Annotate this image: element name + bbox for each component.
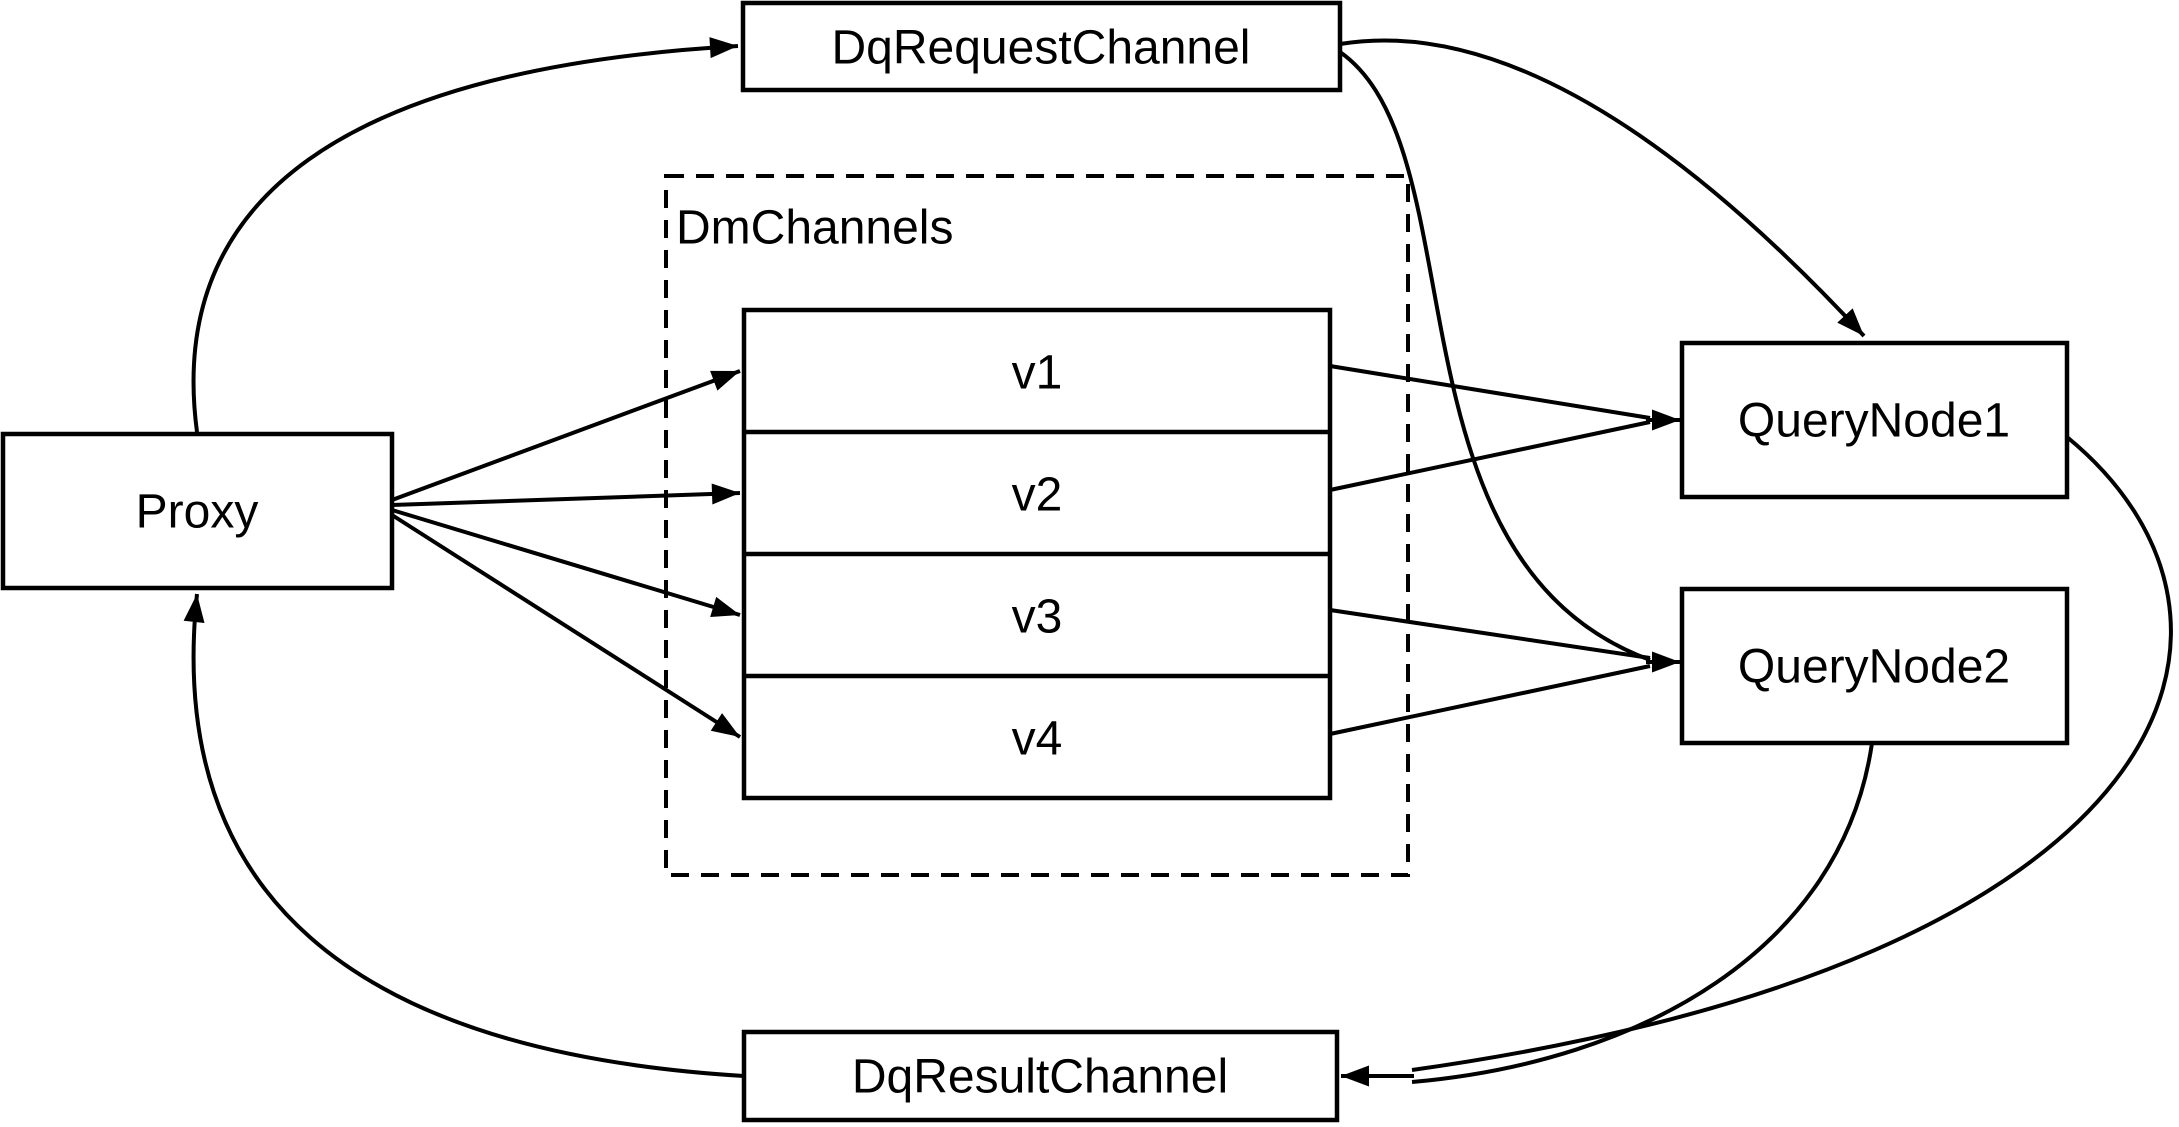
- edge-proxy-to-dqrequestchannel: [191, 37, 739, 433]
- edge-v1-to-querynode1: [1329, 364, 1651, 420]
- edge-proxy-to-v4: [390, 513, 742, 739]
- channel-v2-label: v2: [1012, 469, 1063, 522]
- edge-proxy-to-v2: [391, 483, 741, 507]
- node-proxy: [0, 431, 395, 591]
- channel-v1-label: v1: [1012, 347, 1063, 400]
- edge-dqrequestchannel-to-querynode1: [1339, 38, 1866, 338]
- edge-querynode2-to-dqresultchannel: [1411, 742, 1874, 1084]
- dm-channels-group-box: [664, 174, 1410, 877]
- edge-querynode1-to-dqresultchannel: [1411, 435, 2173, 1072]
- edge-v4-to-querynode2: [1329, 664, 1651, 736]
- edge-v3-to-querynode2: [1329, 608, 1651, 660]
- query-node-1-label: QueryNode1: [1738, 395, 2010, 448]
- edge-v2-to-querynode1: [1329, 420, 1651, 492]
- channel-v3-label: v3: [1012, 591, 1063, 644]
- proxy-label: Proxy: [136, 486, 259, 539]
- node-dq-request-channel: [740, 0, 1343, 93]
- edge-proxy-to-v3: [391, 508, 741, 617]
- dq-result-channel-label: DqResultChannel: [852, 1051, 1228, 1104]
- dq-request-channel-label: DqRequestChannel: [832, 22, 1251, 75]
- edge-dqrequestchannel-to-querynode2: [1338, 50, 1651, 662]
- dm-channels-group-label: DmChannels: [676, 202, 953, 255]
- query-node-2-label: QueryNode2: [1738, 641, 2010, 694]
- edge-dqresultchannel-to-proxy: [183, 593, 745, 1078]
- node-query-node-1: [1679, 340, 2070, 500]
- channel-v4-label: v4: [1012, 713, 1063, 766]
- edges-layer: [183, 37, 2173, 1087]
- node-query-node-2: [1679, 586, 2070, 746]
- edge-proxy-to-v1: [391, 369, 741, 502]
- node-dq-result-channel: [741, 1029, 1340, 1123]
- nodes-layer: DqRequestChannel Proxy v1 v2 v3 v4 Query…: [0, 0, 2070, 1123]
